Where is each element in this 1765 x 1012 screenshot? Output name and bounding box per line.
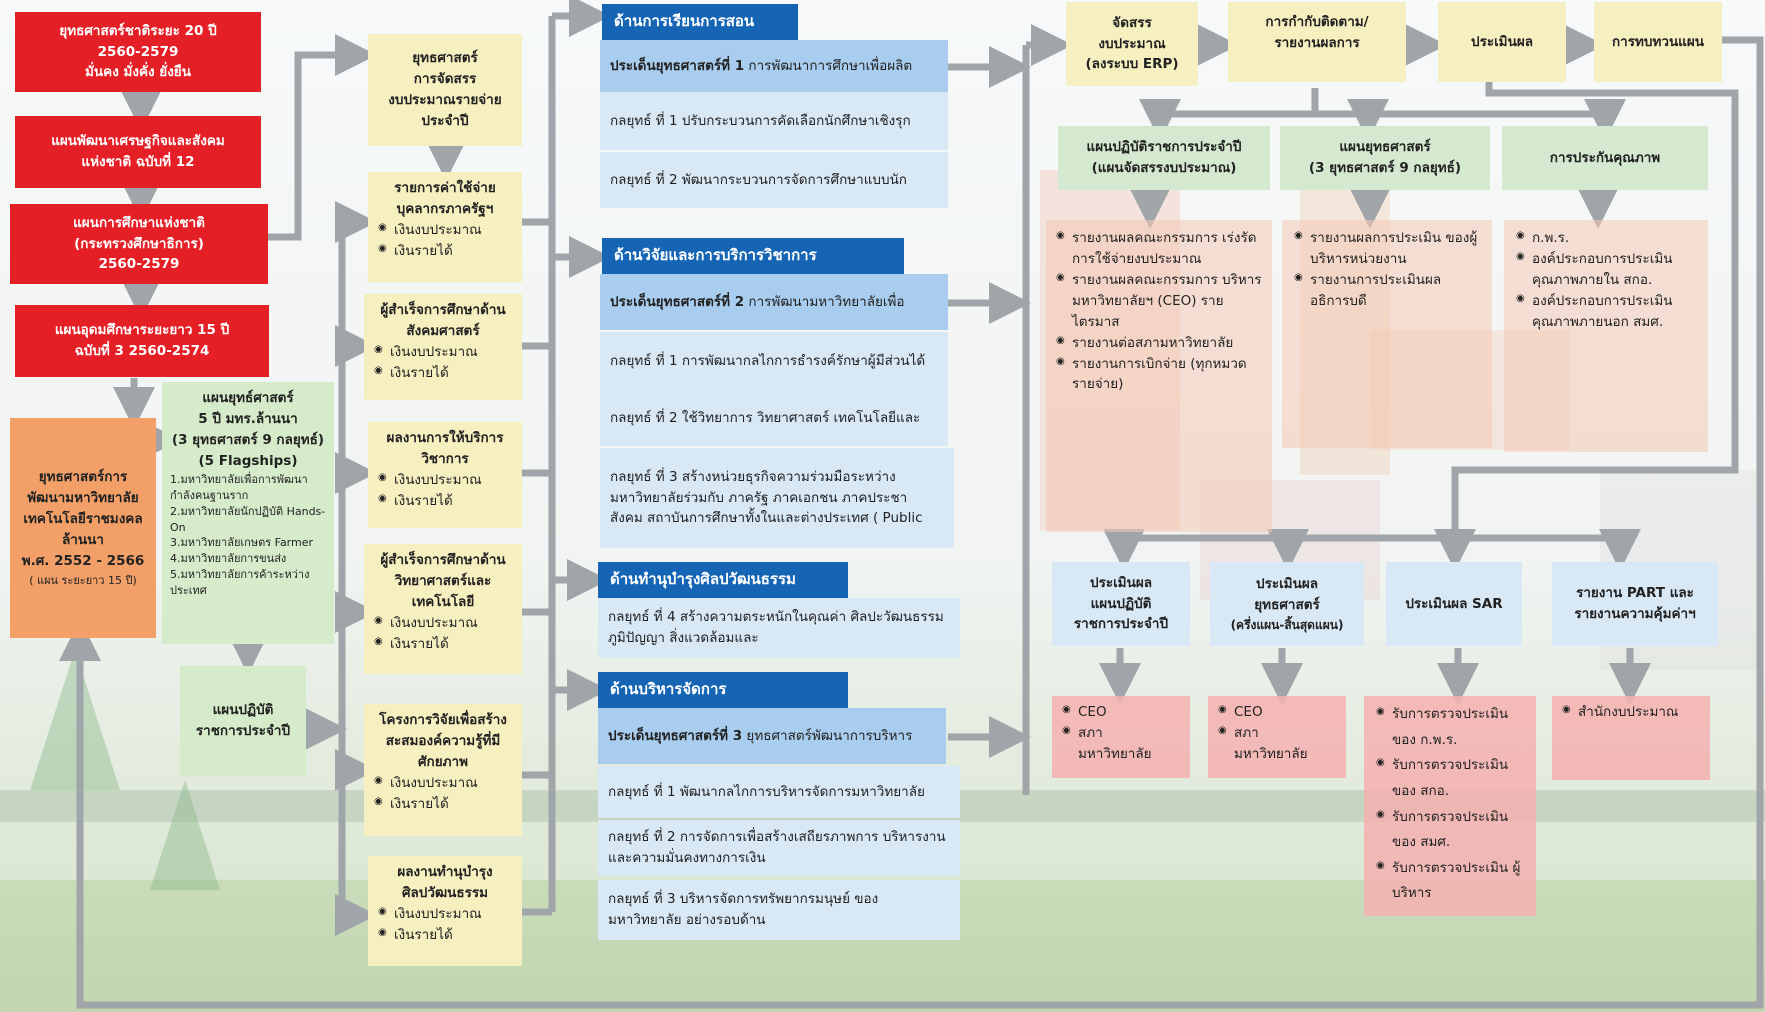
admin-strategy-3: กลยุทธ์ ที่ 3 บริหารจัดการทรัพยากรมนุษย์… — [598, 880, 960, 940]
budget-item-culture: ผลงานทำนุบำรุงศิลปวัฒนธรรม เงินงบประมาณเ… — [368, 856, 522, 966]
cycle-monitor-report: การกำกับติดตาม/รายงานผลการ — [1228, 2, 1406, 82]
report-content-quality: ก.พ.ร.องค์ประกอบการประเมิน คุณภาพภายใน ส… — [1504, 220, 1708, 452]
teaching-strategy-1: กลยุทธ์ ที่ 1 ปรับกระบวนการคัดเลือกนักศึ… — [600, 92, 948, 150]
eval-annual-plan: ประเมินผลแผนปฏิบัติราชการประจำปี — [1052, 562, 1190, 646]
budget-item-academic-service: ผลงานการให้บริการวิชาการ เงินงบประมาณเงิ… — [368, 422, 522, 528]
admin-strategy-2: กลยุทธ์ ที่ 2 การจัดการเพื่อสร้างเสถียรภ… — [598, 820, 960, 876]
budget-item-personnel: รายการค่าใช้จ่ายบุคลากรภาครัฐฯ เงินงบประ… — [368, 172, 522, 282]
eval-strategy: ประเมินผลยุทธศาสตร์(ครึ่งแผน-สิ้นสุดแผน) — [1210, 562, 1364, 646]
eval-result-part: สำนักงบประมาณ — [1552, 696, 1710, 780]
section-culture-header: ด้านทำนุบำรุงศิลปวัฒนธรรม — [598, 562, 848, 598]
report-header-annual: แผนปฏิบัติราชการประจำปี(แผนจัดสรรงบประมา… — [1058, 126, 1270, 190]
national-education-plan: แผนการศึกษาแห่งชาติ(กระทรวงศึกษาธิการ)25… — [10, 204, 268, 284]
research-strategy-1: กลยุทธ์ ที่ 1 การพัฒนากลไกการธำรงค์รักษา… — [600, 332, 948, 390]
cycle-evaluate: ประเมินผล — [1438, 2, 1566, 82]
eval-result-sar: รับการตรวจประเมิน ของ ก.พ.ร.รับการตรวจปร… — [1364, 696, 1536, 916]
national-plan-12: แผนพัฒนาเศรษฐกิจและสังคมแห่งชาติ ฉบับที่… — [15, 116, 261, 188]
cycle-review-plan: การทบทวนแผน — [1594, 2, 1722, 82]
teaching-issue: ประเด็นยุทธศาสตร์ที่ 1 การพัฒนาการศึกษาเ… — [600, 40, 948, 92]
report-content-annual: รายงานผลคณะกรรมการ เร่งรัดการใช้จ่ายงบปร… — [1046, 220, 1272, 532]
budget-item-science-tech: ผู้สำเร็จการศึกษาด้านวิทยาศาสตร์และเทคโน… — [364, 544, 522, 674]
admin-issue: ประเด็นยุทธศาสตร์ที่ 3 ยุทธศาสตร์พัฒนากา… — [598, 708, 946, 764]
research-strategy-2: กลยุทธ์ ที่ 2 ใช้วิทยาการ วิทยาศาสตร์ เท… — [600, 390, 948, 446]
research-strategy-3: กลยุทธ์ ที่ 3 สร้างหน่วยธุรกิจความร่วมมื… — [600, 448, 954, 548]
university-development-strategy: ยุทธศาสตร์การพัฒนามหาวิทยาลัยเทคโนโลยีรา… — [10, 418, 156, 638]
culture-strategy-4: กลยุทธ์ ที่ 4 สร้างความตระหนักในคุณค่า ศ… — [598, 598, 960, 658]
budget-item-social-science: ผู้สำเร็จการศึกษาด้านสังคมศาสตร์ เงินงบป… — [364, 294, 522, 400]
eval-result-strategy: CEOสภา มหาวิทยาลัย — [1208, 696, 1346, 778]
budget-strategy: ยุทธศาสตร์การจัดสรรงบประมาณรายจ่ายประจำป… — [368, 34, 522, 146]
eval-result-annual: CEOสภา มหาวิทยาลัย — [1052, 696, 1190, 778]
section-admin-header: ด้านบริหารจัดการ — [598, 672, 848, 708]
annual-action-plan: แผนปฏิบัติราชการประจำปี — [180, 666, 306, 776]
eval-sar: ประเมินผล SAR — [1386, 562, 1522, 646]
report-header-quality: การประกันคุณภาพ — [1502, 126, 1708, 190]
eval-part-report: รายงาน PART และรายงานความคุ้มค่าฯ — [1552, 562, 1718, 646]
report-header-strategy: แผนยุทธศาสตร์(3 ยุทธศาสตร์ 9 กลยุทธ์) — [1280, 126, 1490, 190]
research-issue: ประเด็นยุทธศาสตร์ที่ 2 การพัฒนามหาวิทยาล… — [600, 274, 948, 330]
teaching-strategy-2: กลยุทธ์ ที่ 2 พัฒนากระบวนการจัดการศึกษาแ… — [600, 152, 948, 208]
report-content-strategy: รายงานผลการประเมิน ของผู้บริหารหน่วยงานร… — [1282, 220, 1492, 448]
section-research-header: ด้านวิจัยและการบริการวิชาการ — [602, 238, 904, 274]
budget-item-research: โครงการวิจัยเพื่อสร้างสะสมองค์ความรู้ที่… — [364, 704, 522, 836]
cycle-allocate-budget: จัดสรรงบประมาณ(ลงระบบ ERP) — [1066, 2, 1198, 86]
admin-strategy-1: กลยุทธ์ ที่ 1 พัฒนากลไกการบริหารจัดการมห… — [598, 766, 960, 818]
higher-education-plan: แผนอุดมศึกษาระยะยาว 15 ปีฉบับที่ 3 2560-… — [15, 305, 269, 377]
strategy-5-year: แผนยุทธ์ศาสตร์5 ปี มทร.ล้านนา(3 ยุทธศาสต… — [162, 382, 334, 644]
section-teaching-header: ด้านการเรียนการสอน — [602, 4, 798, 40]
